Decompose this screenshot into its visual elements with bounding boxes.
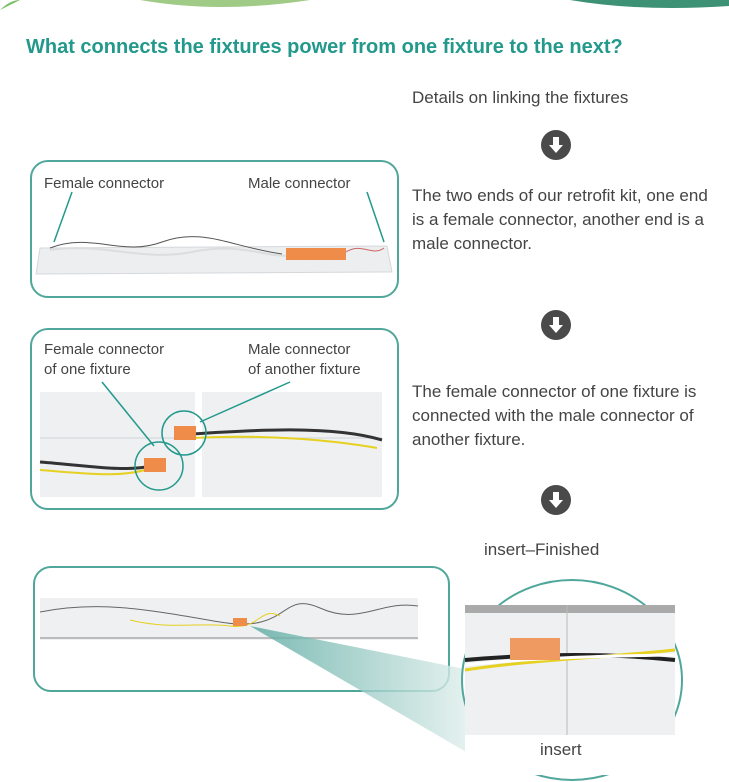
intro-text: Details on linking the fixtures	[412, 88, 629, 107]
insert-label: insert	[540, 740, 582, 759]
female-connector-label: Female connector	[44, 175, 165, 192]
step2-image-box: Female connector of one fixture Male con…	[30, 328, 399, 510]
page-title: What connects the fixtures power from on…	[26, 36, 623, 58]
step2-text: The female connector of one fixture is c…	[412, 382, 697, 449]
label-line: of one fixture	[44, 361, 131, 378]
label-line: Female connector	[44, 341, 165, 358]
step1-image-box: Female connector Male connector	[30, 160, 399, 298]
label-line: Male connector	[248, 341, 351, 358]
step1-text: The two ends of our retrofit kit, one en…	[412, 186, 708, 253]
male-connector-label: Male connector	[248, 175, 351, 192]
header-decoration	[0, 0, 729, 10]
arrow-down-circle-icon	[541, 485, 571, 515]
male-connector-another-fixture-label: Male connector of another fixture	[248, 340, 361, 380]
connected-fixtures-illustration	[39, 381, 383, 497]
label-line: of another fixture	[248, 361, 361, 378]
arrow-down-circle-icon	[541, 130, 571, 160]
arrow-down-circle-icon	[541, 310, 571, 340]
female-connector-one-fixture-label: Female connector of one fixture	[44, 340, 164, 380]
fixture-illustration	[35, 191, 393, 275]
finished-illustration	[39, 579, 683, 781]
finished-label: insert–Finished	[484, 540, 600, 559]
